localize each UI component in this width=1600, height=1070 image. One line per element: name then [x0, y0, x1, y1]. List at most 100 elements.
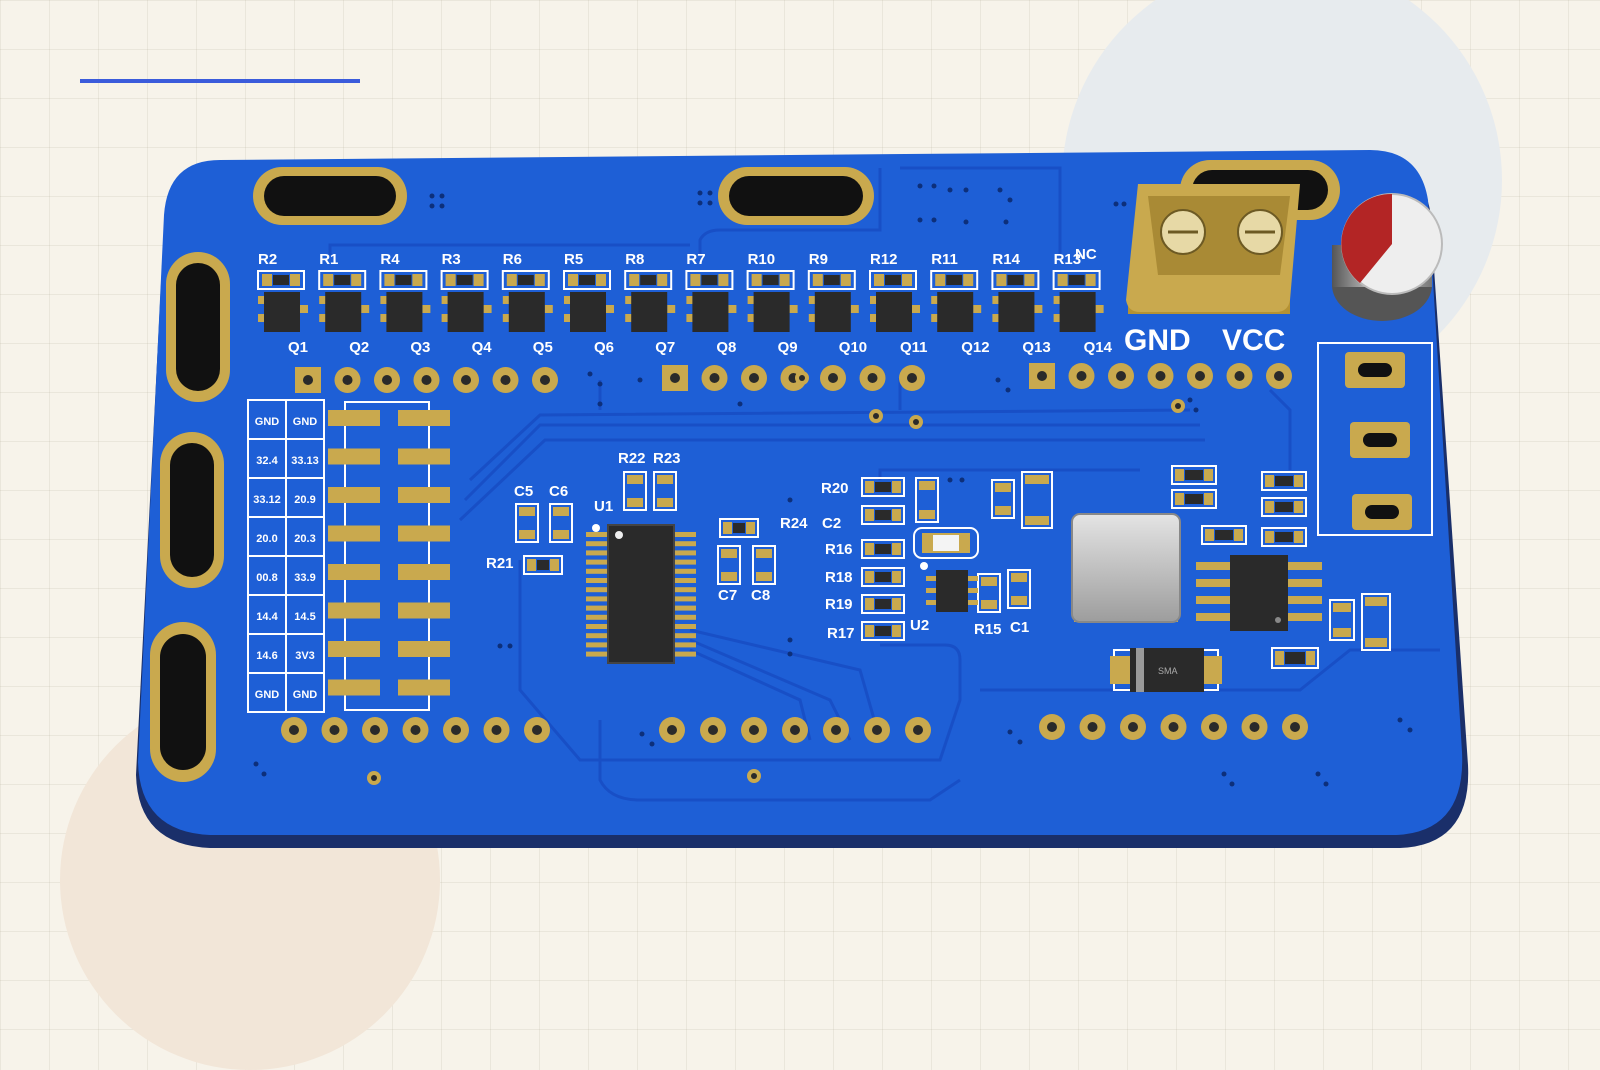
resistor-label: R7: [686, 251, 705, 268]
transistor-body: [937, 292, 974, 332]
r15-label: R15: [974, 621, 1002, 638]
transistor-body: [753, 292, 790, 332]
smd-pad: [398, 525, 450, 542]
r23-label: R23: [653, 450, 681, 467]
mounting-hole-icon: [253, 167, 407, 225]
pin-label: 32.4: [256, 455, 278, 467]
gnd-power-label: GND: [1124, 324, 1191, 357]
pin-cell: [285, 672, 325, 713]
smd-part-outline: [719, 518, 759, 538]
accent-line: [80, 79, 360, 83]
c2-label: C2: [822, 515, 841, 532]
pin-label: 33.13: [291, 455, 319, 467]
smd-pad: [328, 679, 380, 696]
smd-part-outline: [549, 503, 573, 543]
transistor-label: Q13: [1022, 339, 1050, 356]
smd-part-outline: [1021, 471, 1053, 529]
pin-label: 14.5: [294, 611, 315, 623]
transistor-body: [814, 292, 851, 332]
led-component: [913, 527, 979, 559]
transistor-label: Q5: [533, 339, 553, 356]
resistor-outline: [501, 270, 550, 290]
transistor-body: [386, 292, 423, 332]
nc-label: NC: [1075, 246, 1097, 263]
smd-part-outline: [653, 471, 677, 511]
resistor-label: R8: [625, 251, 644, 268]
transistor-label: Q12: [961, 339, 989, 356]
resistor-label: R12: [870, 251, 898, 268]
resistor-label: R10: [748, 251, 776, 268]
pin-label: 20.0: [256, 533, 277, 545]
transistor-body: [876, 292, 912, 332]
r22-label: R22: [618, 450, 646, 467]
smd-part-outline: [1361, 593, 1391, 651]
pin-label: GND: [293, 689, 318, 701]
transistor-body: [692, 292, 729, 332]
mounting-hole-icon: [166, 252, 230, 402]
resistor-label: R1: [319, 251, 338, 268]
resistor-label: R2: [258, 251, 277, 268]
pin-label: GND: [255, 689, 280, 701]
transistor-label: Q2: [349, 339, 369, 356]
c6-label: C6: [549, 483, 568, 500]
transistor-label: Q4: [472, 339, 493, 356]
resistor-outline: [440, 270, 489, 290]
resistor-label: R4: [380, 251, 400, 268]
inductor-icon: [1071, 513, 1181, 623]
resistor-outline: [685, 270, 734, 290]
smd-pad-block: [328, 401, 450, 711]
u1-label: U1: [594, 498, 613, 515]
vcc-power-label: VCC: [1222, 324, 1285, 357]
smd-part-outline: [1171, 489, 1217, 509]
resistor-outline: [869, 270, 917, 290]
sma-label: SMA: [1158, 666, 1178, 676]
soic8-chip: [1196, 555, 1322, 631]
xt30-connector-icon[interactable]: [1126, 184, 1300, 314]
u2-chip: [920, 562, 978, 612]
pin-label: GND: [293, 416, 318, 428]
transistor-body: [570, 292, 606, 332]
r16-label: R16: [825, 541, 853, 558]
smd-part-outline: [717, 545, 741, 585]
r21-label: R21: [486, 555, 514, 572]
smd-pad: [398, 564, 450, 580]
transistor-label: Q10: [839, 339, 867, 356]
transistor-label: Q7: [655, 339, 675, 356]
r17-label: R17: [827, 625, 855, 642]
smd-part-outline: [515, 503, 539, 543]
pin-label: 3V3: [295, 650, 315, 662]
c1-label: C1: [1010, 619, 1029, 636]
smd-pad: [328, 410, 380, 426]
transistor-body: [1059, 292, 1096, 332]
resistor-outline: [379, 270, 428, 290]
smd-part-outline: [1329, 599, 1355, 641]
resistor-outline: [991, 270, 1040, 290]
smd-part-outline: [991, 479, 1015, 519]
transistor-body: [998, 292, 1035, 332]
transistor-label: Q8: [716, 339, 736, 356]
resistor-label: R14: [992, 251, 1020, 268]
smd-pad: [398, 679, 450, 696]
smd-part-outline: [623, 471, 647, 511]
pin-label: 20.9: [294, 494, 315, 506]
smd-part-outline: [861, 539, 905, 559]
smd-pad: [328, 448, 380, 465]
resistor-outline: [318, 270, 367, 290]
transistor-label: Q1: [288, 339, 308, 356]
resistor-outline: [807, 270, 856, 290]
smd-pad: [328, 641, 380, 657]
vias: [253, 183, 1413, 787]
smd-pad: [398, 448, 450, 465]
resistor-outline: [257, 270, 305, 290]
resistor-label: R11: [931, 251, 958, 268]
resistor-outline: [746, 270, 795, 290]
smd-pad: [328, 525, 380, 542]
mounting-hole-icon: [718, 167, 874, 225]
mounting-hole-icon: [160, 432, 224, 588]
pin-label: 14.4: [256, 611, 278, 623]
transistor-label: Q11: [900, 339, 928, 356]
resistor-outline: [624, 270, 673, 290]
